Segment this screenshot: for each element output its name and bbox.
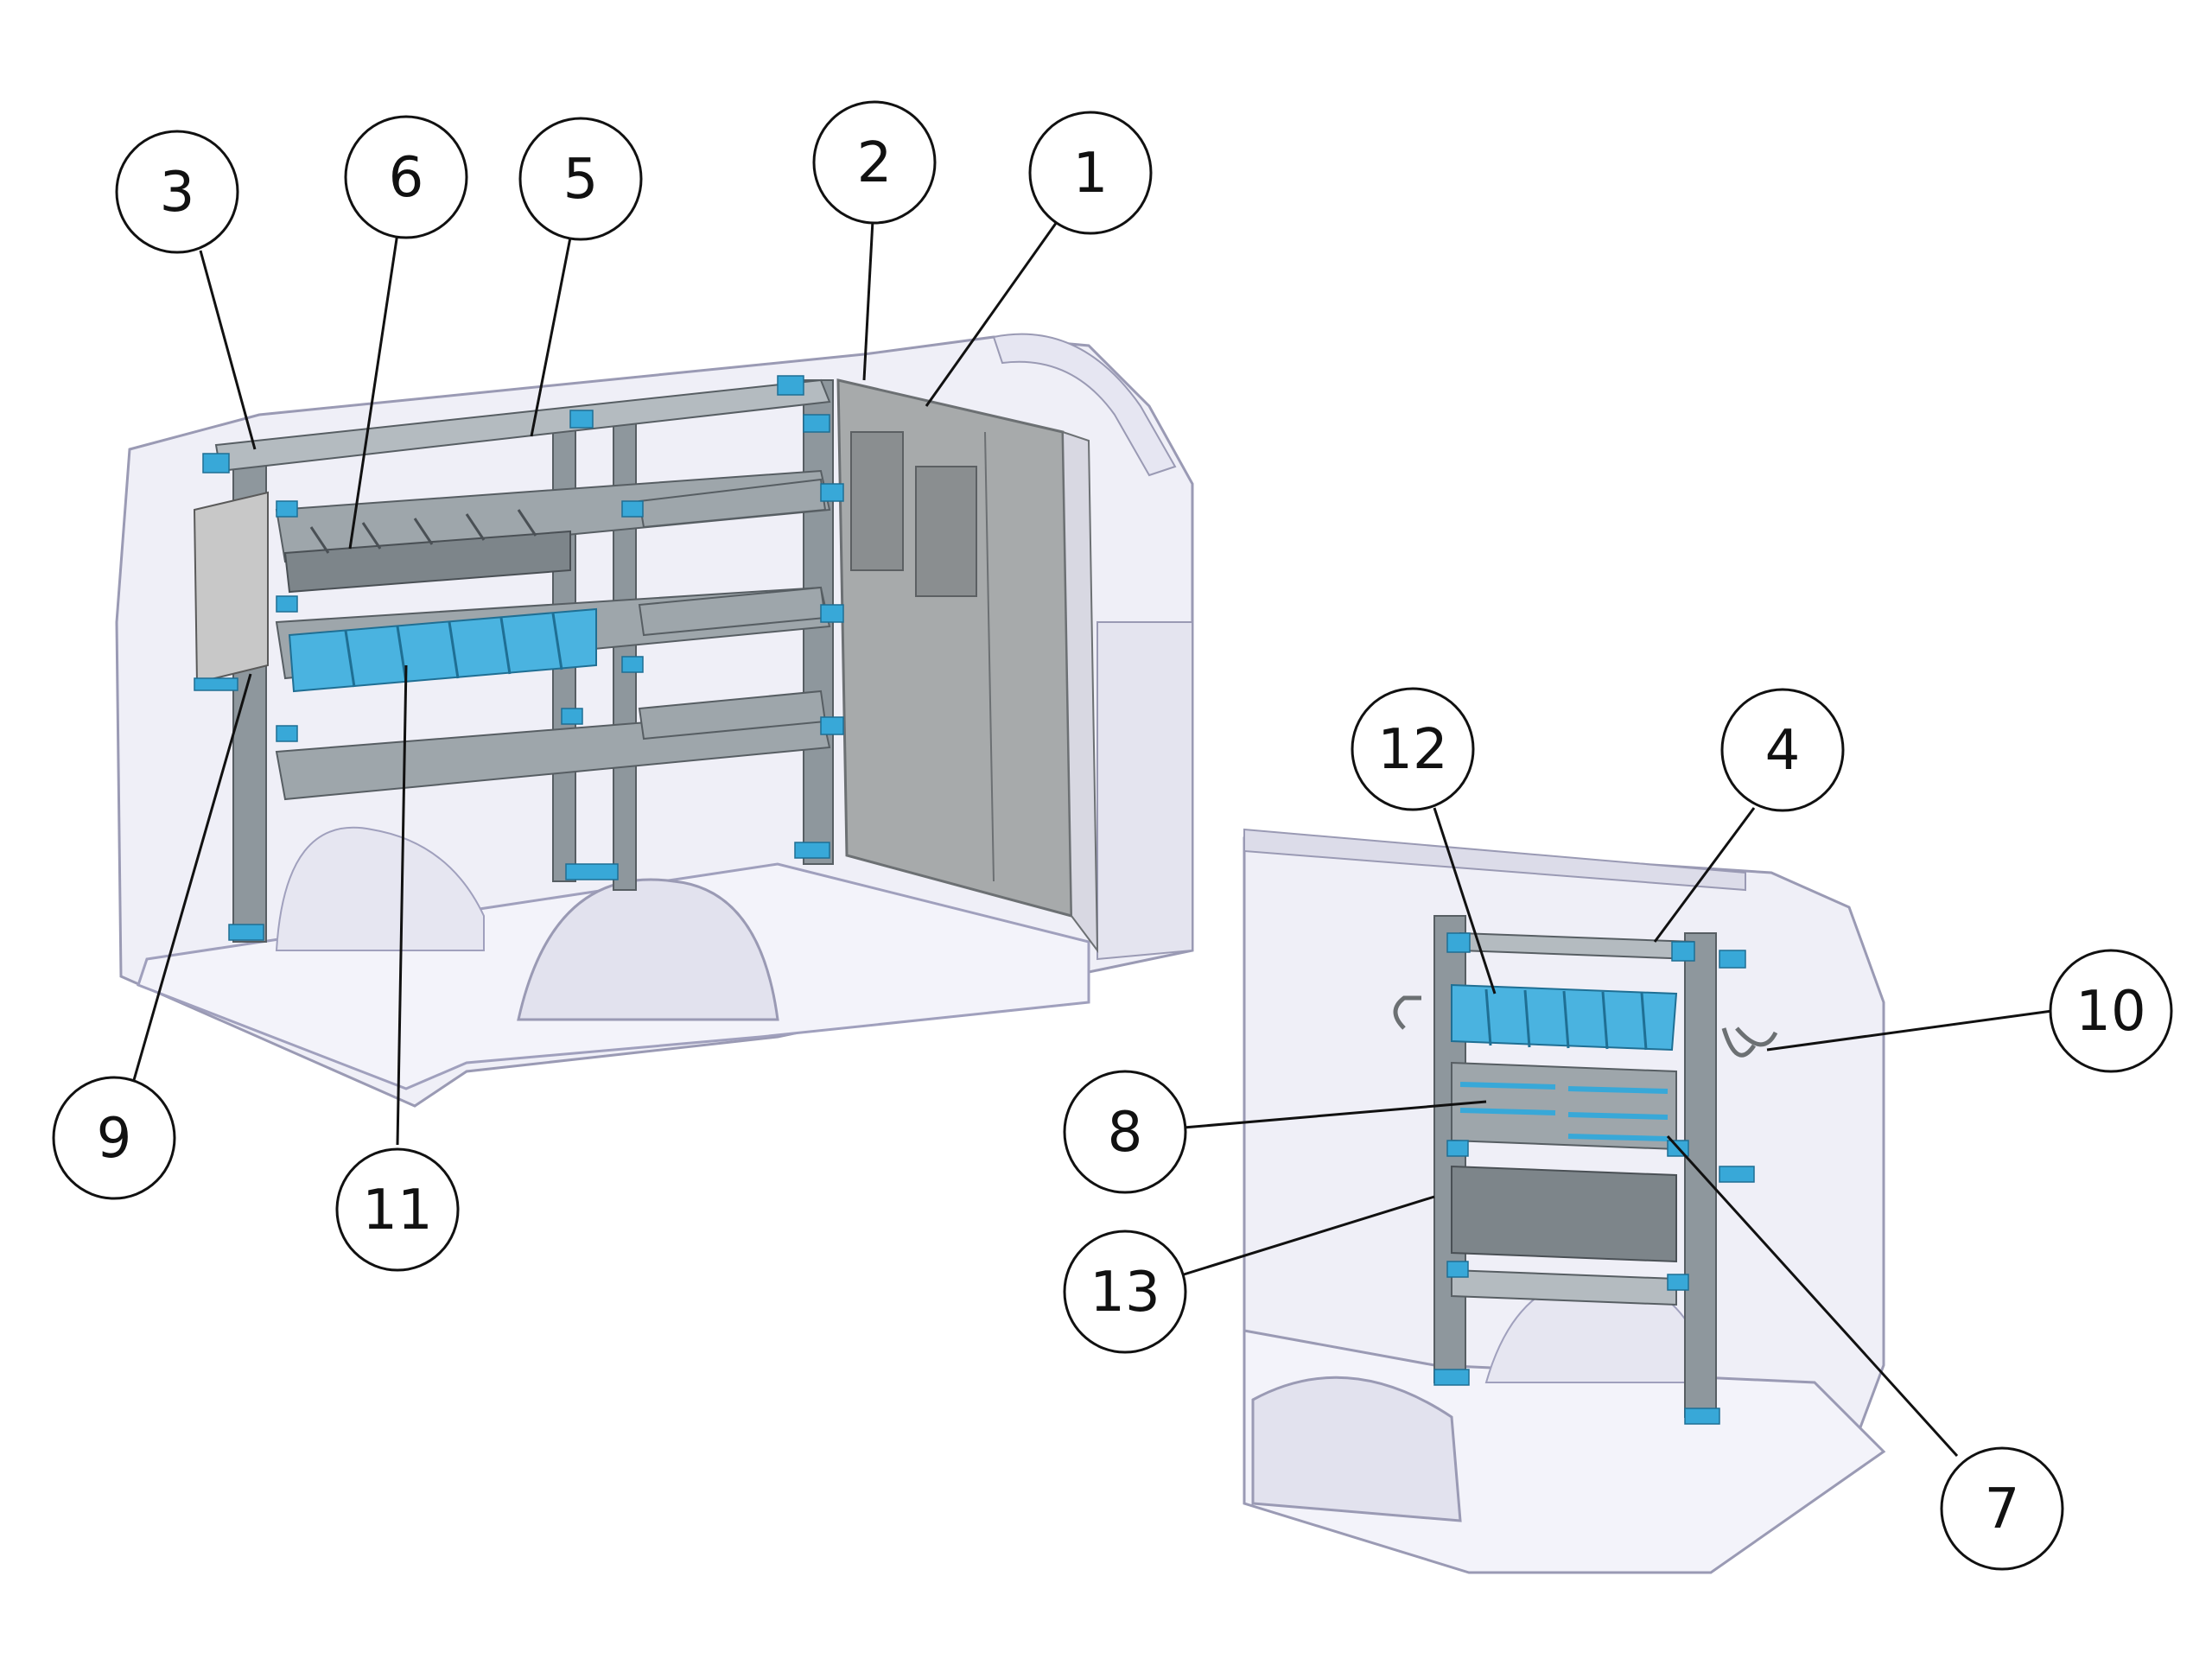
callout-12: 12 [1351, 687, 1475, 811]
left-van-view [115, 333, 1194, 1108]
left-shelf-right-1 [638, 478, 827, 529]
callout-circle [344, 115, 468, 239]
callout-6: 6 [344, 115, 468, 239]
callout-4: 4 [1720, 688, 1845, 812]
leader-1 [925, 207, 1069, 407]
leader-5 [530, 237, 572, 437]
callout-circle [1063, 1230, 1187, 1354]
right-lower-panel [1451, 1165, 1677, 1263]
left-end-panel [193, 491, 269, 684]
leader-10 [1766, 1009, 2053, 1052]
right-roof-rail [1243, 828, 1746, 892]
callout-circle [518, 117, 643, 241]
callout-label: 10 [2075, 980, 2145, 1044]
left-divider-tray [283, 509, 571, 594]
callout-5: 5 [518, 117, 643, 241]
callout-circle [2049, 949, 2173, 1073]
callout-label: 12 [1377, 718, 1447, 782]
right-blue-bin-tray [1451, 983, 1678, 1052]
callout-circle [1028, 111, 1153, 235]
callout-11: 11 [335, 1147, 460, 1272]
leader-6 [348, 232, 399, 550]
callouts [132, 207, 2053, 1458]
left-door-pillar [1096, 621, 1193, 961]
right-upright-right [1684, 932, 1717, 1418]
left-partition-wing [1061, 430, 1099, 954]
leader-4 [1653, 807, 1756, 943]
callout-label: 1 [1073, 142, 1109, 206]
callout-2: 2 [812, 100, 937, 225]
leader-2 [862, 219, 874, 381]
left-wheel-arch [517, 878, 779, 1021]
left-partition-vent-2 [915, 466, 977, 597]
leader-9 [132, 673, 252, 1081]
callout-8: 8 [1063, 1070, 1187, 1194]
left-roof-arch [992, 333, 1177, 477]
callout-circle [1720, 688, 1845, 812]
callout-9: 9 [52, 1076, 176, 1200]
callout-label: 2 [857, 131, 893, 195]
callout-label: 7 [1985, 1478, 2020, 1541]
leader-12 [1433, 807, 1497, 995]
right-bin-dividers [1484, 988, 1648, 1051]
callout-label: 6 [389, 146, 424, 210]
callout-circle [812, 100, 937, 225]
leader-3 [199, 250, 257, 450]
callout-circle [52, 1076, 176, 1200]
callout-1: 1 [1028, 111, 1153, 235]
leader-13 [1183, 1195, 1435, 1276]
callout-10: 10 [2049, 949, 2173, 1073]
callout-label: 9 [97, 1107, 132, 1171]
left-blue-bins [288, 607, 597, 693]
left-upright-3 [613, 405, 637, 891]
callout-circle [115, 130, 239, 254]
right-van-view [1243, 828, 1886, 1574]
callout-label: 5 [563, 148, 599, 212]
callout-label: 11 [362, 1179, 432, 1242]
callout-13: 13 [1063, 1230, 1187, 1354]
left-partition-seam [984, 431, 995, 882]
callout-3: 3 [115, 130, 239, 254]
callout-circle [1063, 1070, 1187, 1194]
leader-7 [1666, 1134, 1959, 1458]
leader-8 [1183, 1100, 1487, 1129]
callout-label: 8 [1108, 1101, 1143, 1165]
left-blue-brackets [194, 375, 844, 941]
callout-circle [1351, 687, 1475, 811]
callout-label: 13 [1090, 1261, 1160, 1325]
callout-label: 3 [160, 161, 195, 225]
callout-circle [335, 1147, 460, 1272]
right-wheel-arch [1251, 1376, 1462, 1522]
right-bottom-shelf [1451, 1268, 1677, 1306]
leader-11 [396, 664, 408, 1146]
callout-7: 7 [1940, 1446, 2064, 1571]
left-side-wheel-arch [275, 826, 485, 951]
left-shelf-1 [275, 469, 831, 563]
callout-circle [1940, 1446, 2064, 1571]
right-drawer-lines [1459, 1082, 1669, 1141]
right-hooks [1393, 995, 1778, 1058]
left-partition-vent-1 [850, 431, 904, 571]
callout-label: 4 [1765, 719, 1801, 783]
